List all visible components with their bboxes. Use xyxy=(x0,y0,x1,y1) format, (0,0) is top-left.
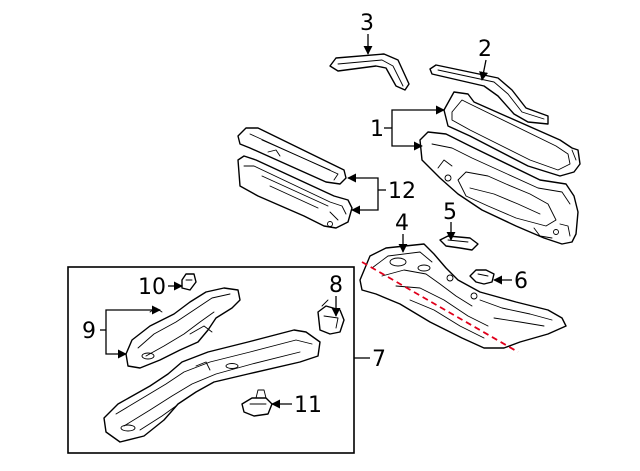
cut-line xyxy=(361,261,519,353)
callout-2: 2 xyxy=(478,37,492,62)
callout-8: 8 xyxy=(329,273,343,298)
part-11-bracket xyxy=(241,389,273,417)
callout-1: 1 xyxy=(370,117,384,142)
part-4-floor-pan xyxy=(359,243,567,349)
callout-9: 9 xyxy=(82,319,96,344)
callout-4: 4 xyxy=(395,211,409,236)
part-9-frame-rail xyxy=(125,287,241,369)
inset-box-part-7 xyxy=(67,266,355,454)
part-8-bracket xyxy=(317,299,345,335)
callout-3: 3 xyxy=(360,11,374,36)
callout-10: 10 xyxy=(138,275,166,300)
part-12-rail-lower xyxy=(237,155,353,229)
leader-lines xyxy=(100,34,512,409)
part-12-rail-upper xyxy=(237,127,347,185)
callout-5: 5 xyxy=(443,200,457,225)
callout-6: 6 xyxy=(514,269,528,294)
part-2-top-panel xyxy=(429,64,549,125)
part-5-bracket xyxy=(439,235,479,251)
part-10-clip xyxy=(181,273,197,291)
part-1-back-panel-upper xyxy=(443,91,581,177)
part-3-reinforcement xyxy=(329,53,410,91)
callout-12: 12 xyxy=(388,179,416,204)
part-1-back-panel-lower xyxy=(419,131,579,245)
part-6-clip xyxy=(469,269,495,285)
callout-7: 7 xyxy=(372,347,386,372)
part-7-frame-rail xyxy=(103,329,321,443)
callout-11: 11 xyxy=(294,393,322,418)
